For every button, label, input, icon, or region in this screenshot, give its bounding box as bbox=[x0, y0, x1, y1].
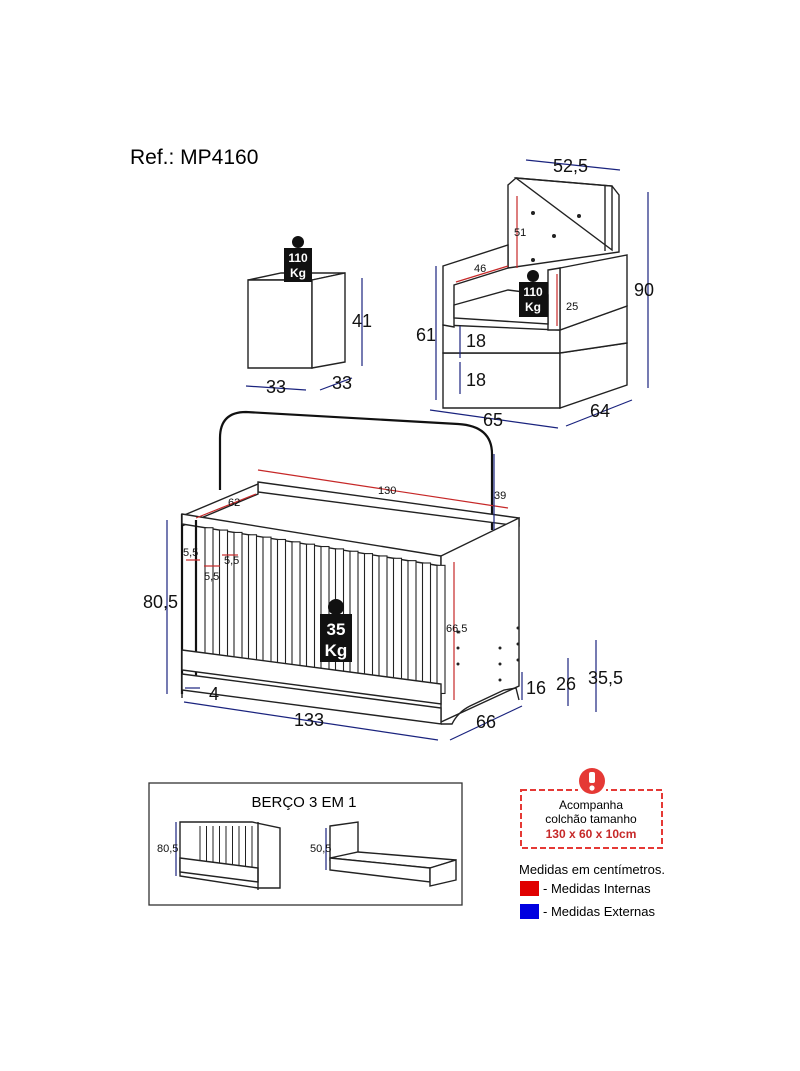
legend-units: Medidas em centímetros. bbox=[519, 862, 665, 877]
crib-slat bbox=[204, 527, 214, 664]
crib-slat bbox=[392, 557, 403, 689]
crib-weight-unit: Kg bbox=[325, 641, 348, 660]
crib-slat bbox=[378, 555, 388, 687]
pouf-side bbox=[311, 272, 346, 369]
crib-height-label: 80,5 bbox=[143, 592, 178, 612]
armchair-backrest-label: 51 bbox=[514, 227, 526, 239]
conversion-panel: BERÇO 3 EM 1 80,5 50,5 bbox=[148, 782, 463, 906]
pouf-weight-unit: Kg bbox=[290, 266, 306, 280]
crib-slat bbox=[407, 560, 417, 691]
notice-frame bbox=[520, 789, 663, 849]
crib-slat bbox=[291, 541, 301, 675]
crib-length-label: 133 bbox=[294, 710, 324, 730]
armchair-top-width-line bbox=[525, 159, 621, 171]
armchair-width-line bbox=[429, 409, 559, 429]
crib-slat bbox=[305, 543, 316, 677]
crib-slat-gap-a-label: 5,5 bbox=[183, 547, 198, 559]
armchair-depth-label: 64 bbox=[590, 401, 610, 421]
crib-slat bbox=[421, 562, 432, 693]
armchair-arm-height-label: 25 bbox=[566, 301, 578, 313]
crib-base-gap-label: 4 bbox=[209, 684, 219, 704]
armchair-seat-inner-line bbox=[455, 265, 509, 283]
notice-line-1: Acompanha bbox=[559, 798, 623, 812]
pouf-width-line bbox=[245, 385, 307, 391]
crib-headboard bbox=[218, 410, 494, 530]
mini-bed-height-label: 50,5 bbox=[310, 843, 331, 855]
pouf-weight-badge: 110 Kg bbox=[284, 236, 312, 282]
crib-leg bbox=[441, 687, 520, 725]
crib-drawing: 35 Kg 130 62 66,5 5,5 5,5 5,5 39 80,5 4 … bbox=[143, 410, 623, 741]
legend-swatch-external bbox=[520, 904, 539, 919]
pouf-front bbox=[247, 279, 313, 369]
pouf-drawing: 110 Kg 41 33 33 bbox=[245, 236, 372, 397]
armchair-top-width-label: 52,5 bbox=[553, 156, 588, 176]
pouf-depth-label: 33 bbox=[332, 373, 352, 393]
armchair-width-label: 65 bbox=[483, 410, 503, 430]
crib-inner-height-label: 66,5 bbox=[446, 623, 467, 635]
armchair-weight-value: 110 bbox=[523, 285, 543, 299]
mini-bed-icon bbox=[329, 821, 457, 887]
crib-inner-length-line bbox=[257, 469, 509, 509]
armchair-lower-section-label: 18 bbox=[466, 370, 486, 390]
conversion-title: BERÇO 3 EM 1 bbox=[251, 794, 356, 811]
pouf-weight-value: 110 bbox=[288, 251, 308, 265]
crib-slat bbox=[276, 538, 287, 674]
pouf-width-label: 33 bbox=[266, 377, 286, 397]
crib-level-1-label: 16 bbox=[526, 678, 546, 698]
armchair-depth-line bbox=[565, 399, 633, 427]
crib-inner-width-label: 62 bbox=[228, 497, 240, 509]
crib-slat bbox=[218, 529, 229, 666]
reference-title: Ref.: MP4160 bbox=[130, 146, 258, 169]
armchair-seat-height-label: 61 bbox=[416, 325, 436, 345]
crib-slat bbox=[233, 531, 243, 668]
notice-line-2: colchão tamanho bbox=[545, 812, 637, 826]
crib-inner-width-line bbox=[195, 493, 257, 519]
crib-length-line bbox=[183, 701, 439, 741]
crib-headboard-label: 39 bbox=[494, 490, 506, 502]
crib-bottom-board bbox=[181, 649, 442, 705]
crib-slat bbox=[247, 534, 258, 670]
armchair-total-height-label: 90 bbox=[634, 280, 654, 300]
crib-level-2-label: 26 bbox=[556, 674, 576, 694]
crib-slat bbox=[363, 553, 374, 685]
armchair-drawing: 110 Kg 51 46 25 52,5 90 61 18 18 65 64 bbox=[416, 156, 654, 430]
legend-swatch-internal bbox=[520, 881, 539, 896]
pouf-depth-line bbox=[319, 377, 353, 391]
crib-width-line bbox=[449, 705, 523, 741]
armchair-weight-badge: 110 Kg bbox=[519, 270, 548, 317]
crib-slat-gap-c-label: 5,5 bbox=[224, 555, 239, 567]
crib-weight-badge: 35 Kg bbox=[320, 599, 352, 662]
crib-slat bbox=[262, 536, 272, 672]
crib-inner-length-label: 130 bbox=[378, 485, 396, 497]
crib-width-label: 66 bbox=[476, 712, 496, 732]
armchair-seat-inner-label: 46 bbox=[474, 263, 486, 275]
crib-slat bbox=[436, 564, 446, 695]
mini-crib-height-label: 80,5 bbox=[157, 843, 178, 855]
mini-crib-icon bbox=[179, 821, 281, 890]
mattress-notice: Acompanha colchão tamanho 130 x 60 x 10c… bbox=[520, 768, 663, 849]
legend-label-external: - Medidas Externas bbox=[543, 904, 655, 919]
pouf-height-label: 41 bbox=[352, 311, 372, 331]
crib-level-3-label: 35,5 bbox=[588, 668, 623, 688]
armchair-upper-section-label: 18 bbox=[466, 331, 486, 351]
armchair-weight-unit: Kg bbox=[525, 300, 541, 314]
armchair-left-arm bbox=[442, 244, 509, 328]
legend-label-internal: - Medidas Internas bbox=[543, 881, 651, 896]
crib-slat-gap-b-label: 5,5 bbox=[204, 571, 219, 583]
crib-right-end bbox=[440, 516, 520, 724]
conversion-frame bbox=[148, 782, 463, 906]
crib-weight-value: 35 bbox=[327, 620, 346, 639]
armchair-base-side bbox=[559, 342, 628, 409]
notice-line-3: 130 x 60 x 10cm bbox=[546, 827, 637, 841]
armchair-backrest bbox=[507, 177, 620, 269]
legend: Medidas em centímetros. - Medidas Intern… bbox=[519, 862, 665, 919]
